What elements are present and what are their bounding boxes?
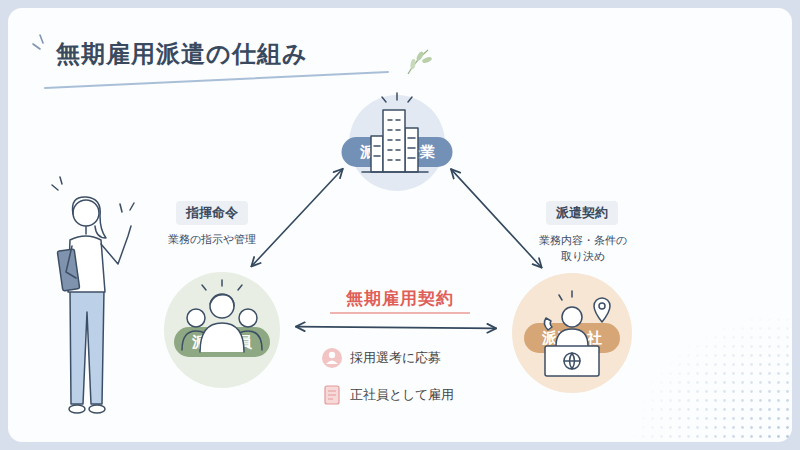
people-icon xyxy=(182,280,262,352)
person-head xyxy=(562,307,582,327)
hair xyxy=(73,197,106,238)
actor-node: 派遣先企業 xyxy=(349,95,445,191)
double-arrow xyxy=(296,327,496,329)
icon-document-lines xyxy=(328,391,336,399)
windows xyxy=(374,120,415,160)
icon-circle xyxy=(322,348,342,368)
edge-label: 指揮命令 xyxy=(176,201,248,225)
double-arrow xyxy=(251,169,342,267)
icon-document xyxy=(325,386,339,404)
edge-label: 無期雇用契約 xyxy=(346,287,454,310)
icon-person-head xyxy=(329,352,335,358)
apply-icon xyxy=(322,348,342,368)
sparkle-stroke xyxy=(33,44,40,49)
sparkle-stroke xyxy=(120,204,122,212)
shoe xyxy=(89,405,105,413)
sparkle-stroke xyxy=(382,93,412,102)
node-circle xyxy=(512,273,632,393)
person-body xyxy=(235,331,262,350)
title-sparkle xyxy=(33,35,43,49)
globe-lines xyxy=(564,353,580,369)
hair xyxy=(210,295,234,306)
icon-person-body xyxy=(326,361,338,365)
person-body xyxy=(200,323,244,352)
inner-panel xyxy=(8,8,792,442)
note-text: 採用選考に応募 xyxy=(350,350,441,366)
actor-node: 派遣会社 xyxy=(512,273,632,393)
pin-dot xyxy=(599,303,605,309)
actor-node: 派遣社員 xyxy=(164,272,280,388)
ground-line xyxy=(362,171,428,173)
document-icon xyxy=(325,386,339,404)
node-label: 派遣社員 xyxy=(174,327,270,357)
note-text: 業務内容・条件の 取り決め xyxy=(533,233,633,265)
edge-label: 派遣契約 xyxy=(546,201,618,225)
building-icon xyxy=(362,93,428,172)
sparkle-stroke xyxy=(202,280,242,290)
globe xyxy=(564,353,580,369)
person-head xyxy=(210,294,234,318)
sparkle-stroke xyxy=(40,35,43,43)
sparkle-stroke xyxy=(130,203,134,210)
building-block xyxy=(383,110,405,172)
person-body xyxy=(182,331,209,350)
dot-pattern xyxy=(630,310,792,442)
leaf xyxy=(421,56,432,64)
leaf xyxy=(410,59,416,70)
person-head xyxy=(239,309,257,327)
node-circle xyxy=(164,272,280,388)
pointing-arm xyxy=(101,226,131,264)
note-text: 正社員として雇用 xyxy=(350,387,454,403)
agency-desk-icon xyxy=(544,291,610,376)
shoe xyxy=(69,405,85,413)
head xyxy=(73,200,99,226)
diagram-title: 無期雇用派遣の仕組み xyxy=(56,38,308,70)
phone xyxy=(544,318,552,330)
clipboard xyxy=(57,249,79,291)
sparkle-stroke xyxy=(60,177,62,184)
sparkle-stroke xyxy=(559,291,572,300)
node-label: 派遣会社 xyxy=(524,323,620,353)
person-head xyxy=(187,309,205,327)
person-body xyxy=(556,329,588,346)
pants xyxy=(70,290,104,404)
node-label: 派遣先企業 xyxy=(342,137,453,167)
leaf-ornament xyxy=(408,50,433,74)
title-underline xyxy=(45,72,388,88)
building-block xyxy=(405,128,418,172)
location-pin xyxy=(594,298,610,322)
double-arrow xyxy=(451,169,542,268)
presenter-illustration xyxy=(52,177,134,413)
note-text: 業務の指示や管理 xyxy=(142,232,282,248)
building-block xyxy=(371,136,383,172)
holding-arm xyxy=(66,246,76,278)
desk xyxy=(545,346,599,376)
label-underline xyxy=(330,312,470,314)
sparkle-stroke xyxy=(52,185,58,190)
